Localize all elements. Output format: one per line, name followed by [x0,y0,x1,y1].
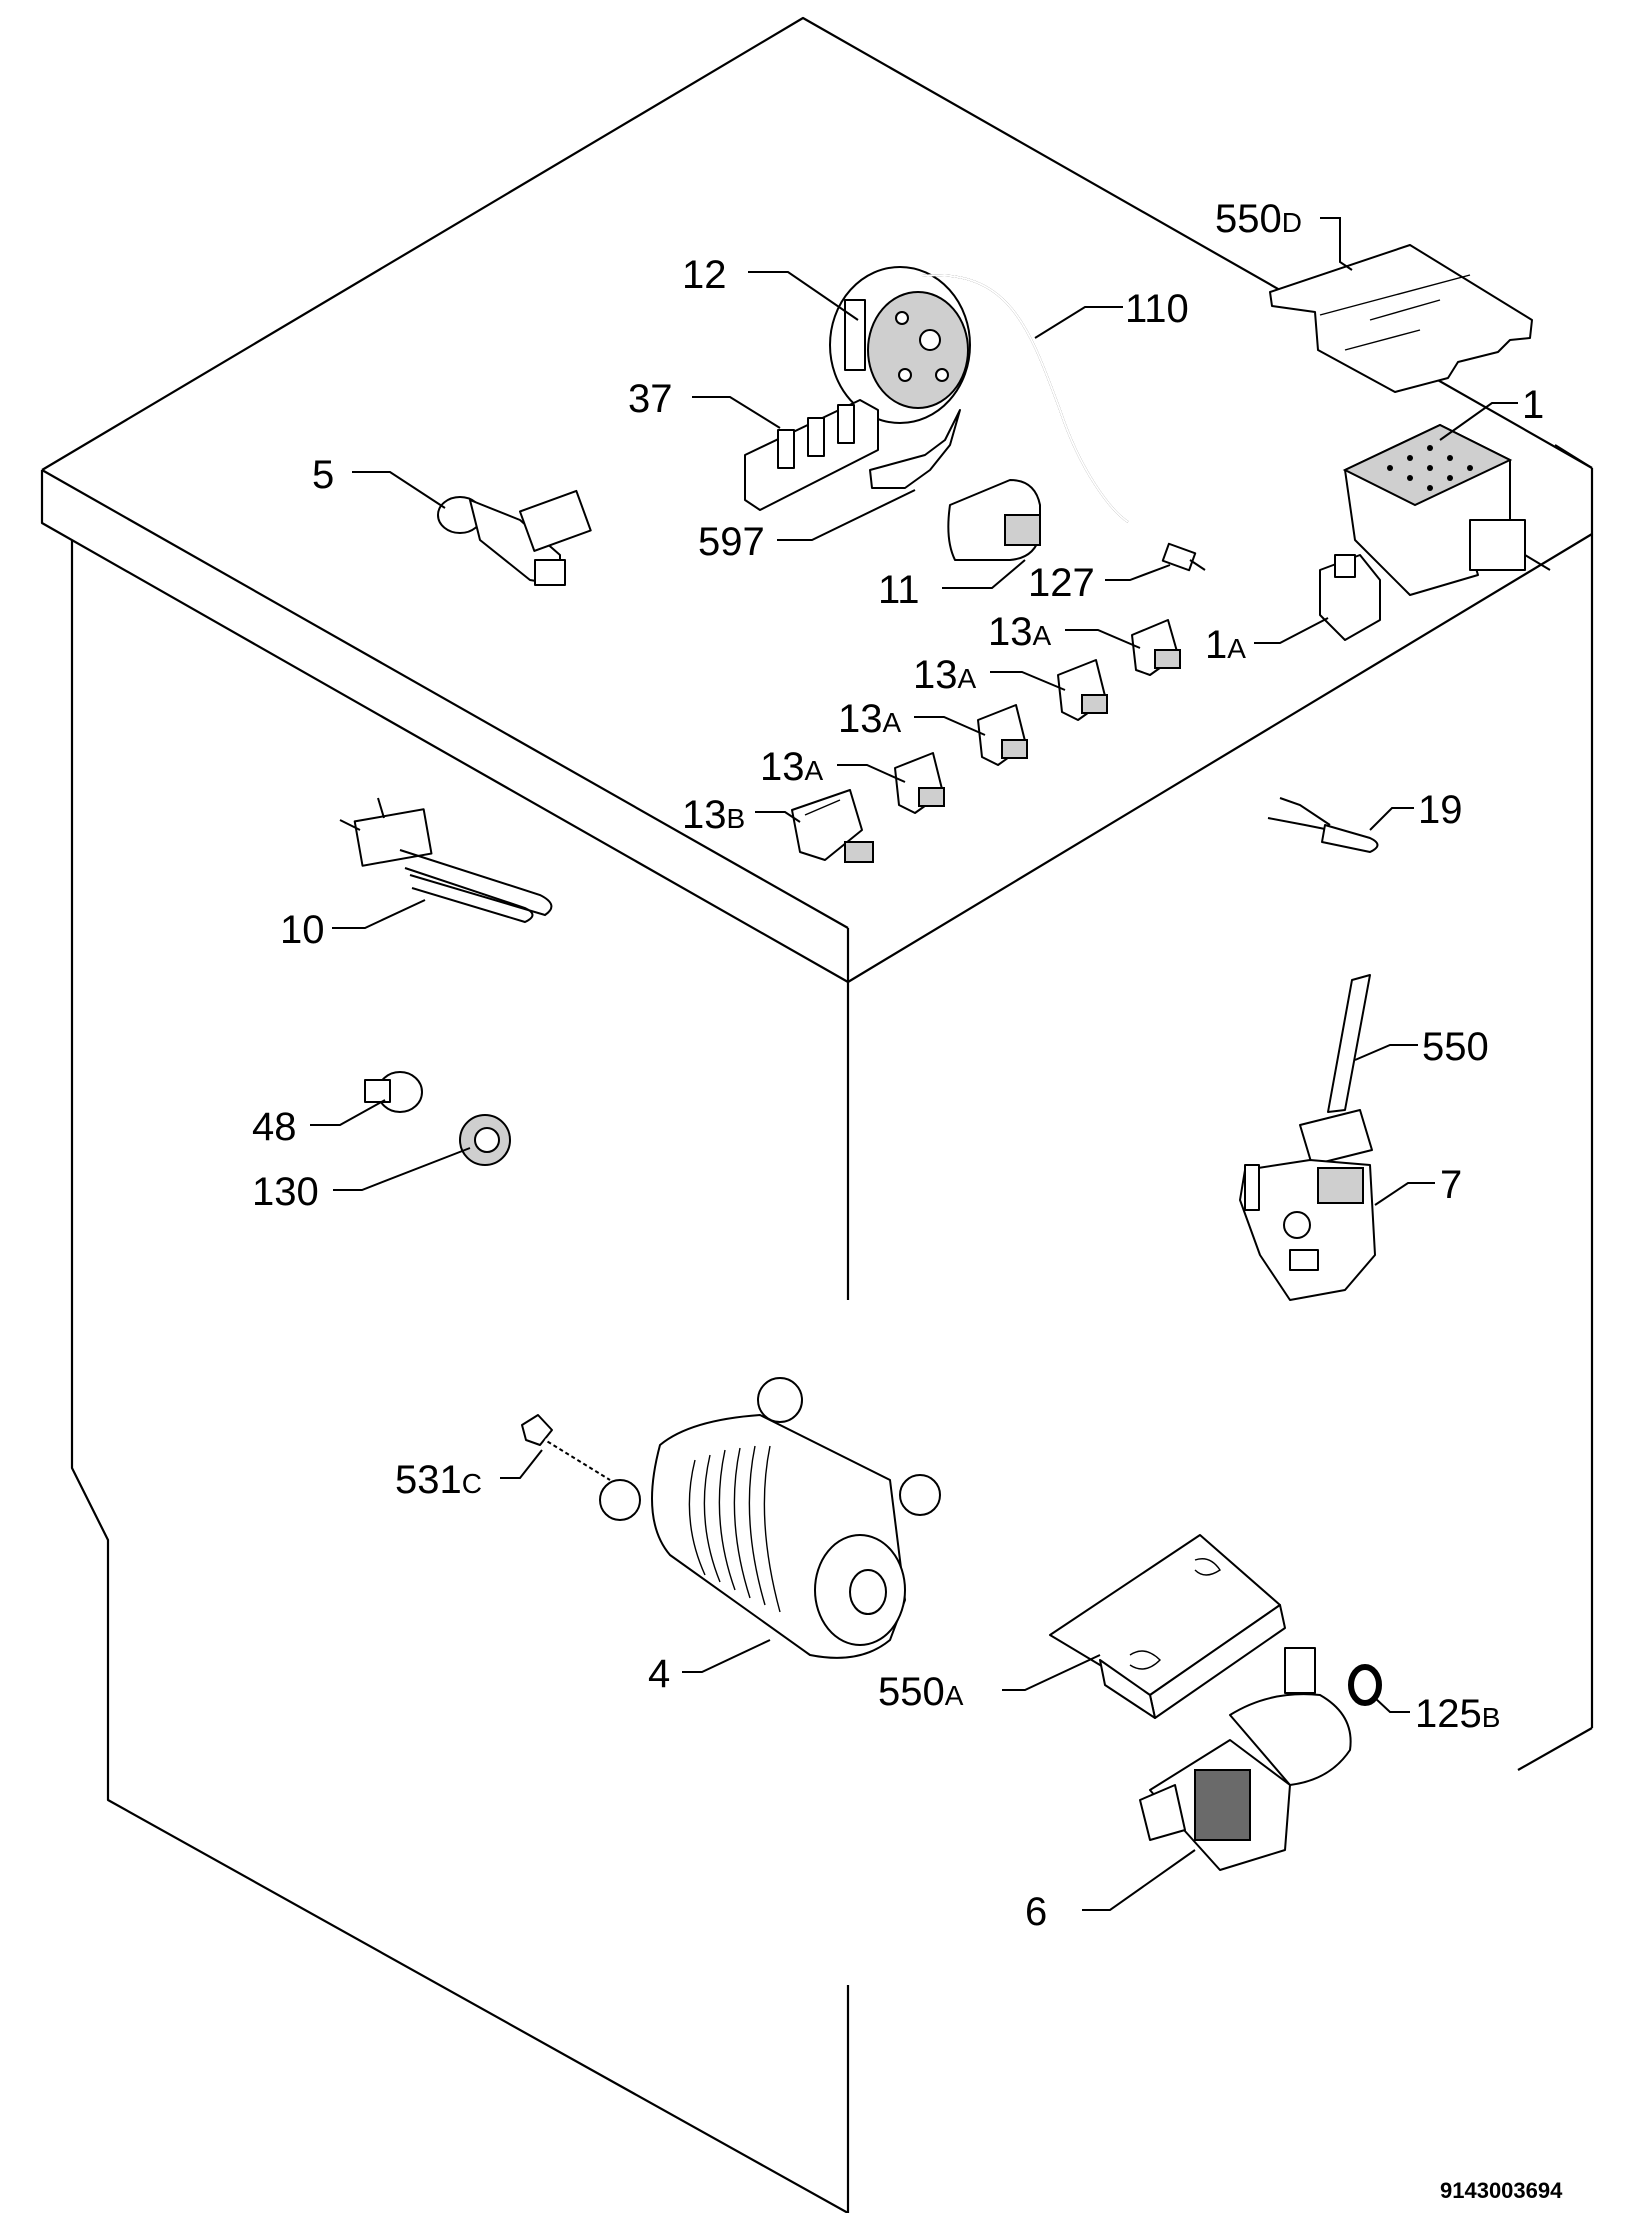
part-550-lever [1299,974,1373,1166]
callout-130: 130 [252,1170,319,1214]
document-id: 9143003694 [1440,2178,1563,2203]
callout-10: 10 [280,908,325,952]
callout-12: 12 [682,253,727,297]
part-6-drain-pump [1139,1647,1352,1871]
callout-597: 597 [698,520,765,564]
callout-37: 37 [628,377,673,421]
callout-5: 5 [312,453,334,497]
part-550d-cover-plate [1269,244,1533,393]
callout-6: 6 [1025,1890,1047,1934]
part-11-capacitor [947,479,1041,561]
part-1a-filter [1319,554,1381,641]
part-4-motor [599,1377,941,1659]
part-550a-block [1049,1534,1286,1719]
part-13a-connector-2 [1057,659,1108,721]
callout-leaders [310,217,1518,1911]
callout-13a-3: 13A [838,697,902,741]
callout-127: 127 [1028,561,1095,605]
part-48-component [364,1071,423,1113]
callout-13a-2: 13A [913,653,977,697]
callout-13a-1: 13A [988,610,1052,654]
part-1-timer [1342,423,1551,596]
callout-531c: 531C [395,1458,482,1502]
part-12-pressure-switch [829,266,971,424]
part-110-hose [921,274,1129,523]
callout-11: 11 [878,568,920,612]
callout-550d: 550D [1215,197,1302,241]
callout-1: 1 [1522,383,1544,427]
part-13a-connector-3 [977,704,1028,766]
part-127-sensor [1161,542,1206,572]
part-13a-connector-1 [1131,619,1181,676]
callout-1a: 1A [1205,623,1246,667]
part-13a-connector-4 [894,752,945,814]
part-130-component [459,1114,511,1166]
callout-4: 4 [648,1652,670,1696]
callout-19: 19 [1418,788,1463,832]
callout-125b: 125B [1415,1692,1500,1736]
part-19-thermistor [1267,797,1379,853]
callout-48: 48 [252,1105,297,1149]
callout-labels: 550D 12 110 37 1 5 597 11 127 13A 1A 13A… [252,197,1544,1934]
part-37-bracket [744,399,879,511]
part-10-heater [339,797,553,924]
part-7-door-interlock [1239,1159,1376,1301]
part-125b-seal [1348,1664,1382,1706]
callout-13a-4: 13A [760,745,824,789]
callout-13b: 13B [682,793,745,837]
part-5-inlet-valve [437,489,592,586]
callout-550a: 550A [878,1670,964,1714]
part-531c-screw [521,1414,612,1482]
part-13b-connector [791,789,874,863]
callout-550: 550 [1422,1025,1489,1069]
part-597-clip [869,409,961,489]
callout-7: 7 [1440,1163,1462,1207]
callout-110: 110 [1125,287,1189,331]
